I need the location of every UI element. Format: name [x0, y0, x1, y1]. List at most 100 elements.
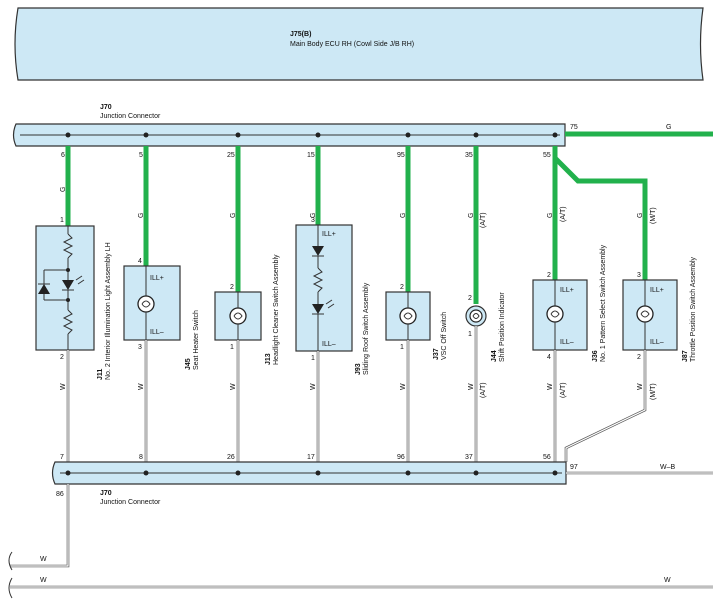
j93-ill-minus: ILL–	[322, 341, 336, 348]
wire-color-label: G	[547, 213, 554, 218]
led-icon	[62, 280, 74, 290]
top-pin-label: 55	[543, 152, 551, 159]
white-wires	[66, 326, 647, 462]
j93-code: J93	[355, 363, 362, 375]
bottom-junction-dot	[65, 470, 71, 476]
ecu-name: Main Body ECU RH (Cowl Side J/B RH)	[290, 41, 414, 48]
j44-code: J44	[491, 350, 498, 362]
j13-code: J13	[265, 353, 272, 365]
j11-name: No. 2 Interior Illumination Light Assemb…	[105, 242, 112, 380]
j93-box	[295, 224, 353, 352]
bulb-icon	[546, 305, 564, 323]
wire-color-label: W	[138, 383, 145, 390]
bottom-bus-left-color: W	[40, 577, 47, 584]
bottom-junction-dot	[473, 470, 479, 476]
component-j37: 2 1 J37 VSC Off Switch	[385, 284, 448, 360]
j45-top-pin: 4	[138, 258, 142, 265]
bottom-junction-dot	[315, 470, 321, 476]
wire-color-label: W	[468, 383, 475, 390]
resistor-icon	[62, 309, 74, 335]
component-j87: 3 2 ILL+ ILL– J87 Throttle Position Swit…	[622, 256, 697, 362]
wire-color-label: W	[637, 383, 644, 390]
wire-color-label: G	[230, 213, 237, 218]
wire-option-note: (A/T)	[480, 382, 487, 398]
wire-color-label: W	[60, 383, 67, 390]
led-icon	[312, 304, 324, 314]
wire-color-label: G	[400, 213, 407, 218]
j36-code: J36	[592, 350, 599, 362]
continuation-bracket	[8, 551, 13, 571]
j93-name: Sliding Roof Switch Assembly	[363, 282, 370, 375]
bulb-icon	[636, 305, 654, 323]
bottom-junction-dot	[235, 470, 241, 476]
j93-bottom-pin: 1	[311, 355, 315, 362]
j13-bottom-pin: 1	[230, 344, 234, 351]
j36-bottom-pin: 4	[547, 354, 551, 361]
wire-option-note: (M/T)	[650, 207, 657, 224]
bottom-connector-name: Junction Connector	[100, 499, 161, 506]
bottom-right-wire-color: W–B	[660, 464, 676, 471]
j36-box	[532, 279, 588, 351]
j45-bottom-pin: 3	[138, 344, 142, 351]
j36-name: No. 1 Pattern Select Switch Assembly	[600, 244, 607, 362]
component-j93: 3 1 ILL+ ILL– J93 Sliding Roof Switch As…	[295, 217, 370, 375]
top-junction-dot	[552, 132, 558, 138]
bulb-icon	[229, 307, 247, 325]
component-j44: 2 1 J44 Shift Position Indicator	[465, 292, 506, 362]
j36-top-pin: 2	[547, 272, 551, 279]
bulb-icon	[469, 309, 483, 323]
j87-name: Throttle Position Switch Assembly	[690, 256, 697, 362]
top-pin-label: 25	[227, 152, 235, 159]
j36-ill-minus: ILL–	[560, 339, 574, 346]
j44-top-pin: 2	[468, 295, 472, 302]
wire-color-label: G	[468, 213, 475, 218]
wire-color-label: W	[400, 383, 407, 390]
bottom-pin-label: 7	[60, 454, 64, 461]
bottom-pin-label: 56	[543, 454, 551, 461]
wire-color-label: G	[637, 213, 644, 218]
j45-ill-minus: ILL–	[150, 329, 164, 336]
resistor-icon	[62, 233, 74, 259]
top-right-wire-color: G	[666, 124, 671, 131]
top-junction-dot	[473, 132, 479, 138]
bottom-pin-label: 96	[397, 454, 405, 461]
top-junction-dot	[143, 132, 149, 138]
j45-ill-plus: ILL+	[150, 275, 164, 282]
wire-color-label: W	[310, 383, 317, 390]
component-j45: 4 3 ILL+ ILL– J45 Seat Heater Switch	[123, 258, 200, 370]
bottom-pin-label: 17	[307, 454, 315, 461]
bottom-left-pin: 86	[56, 491, 64, 498]
wire-color-label: G	[310, 213, 317, 218]
j93-ill-plus: ILL+	[322, 231, 336, 238]
top-connector-code: J70	[100, 104, 112, 111]
bulb-icon	[137, 295, 155, 313]
pin86-wire-color: W	[40, 556, 47, 563]
j93-top-pin: 3	[311, 217, 315, 224]
top-junction-dot	[65, 132, 71, 138]
wire-color-label: W	[230, 383, 237, 390]
continuation-bracket	[8, 577, 13, 599]
ecu-box	[14, 7, 704, 81]
ecu-code: J75(B)	[290, 31, 311, 38]
wire-option-note: (A/T)	[560, 382, 567, 398]
diode-icon	[38, 284, 50, 294]
j11-bottom-pin: 2	[60, 354, 64, 361]
j87-top-pin: 3	[637, 272, 641, 279]
wire-option-note: (A/T)	[560, 206, 567, 222]
j11-code: J11	[97, 369, 104, 380]
top-pin-label: 5	[139, 152, 143, 159]
j87-ill-minus: ILL–	[650, 339, 664, 346]
top-pin-label: 35	[465, 152, 473, 159]
green-wire-j87	[553, 156, 648, 280]
bottom-junction-dot	[552, 470, 558, 476]
bottom-pin-label: 8	[139, 454, 143, 461]
bottom-bus-right-color: W	[664, 577, 671, 584]
bottom-connector-code: J70	[100, 490, 112, 497]
top-junction-dot	[405, 132, 411, 138]
bulb-icon	[399, 307, 417, 325]
component-j11: 1 2 J11 No. 2 Interior Illumination Ligh…	[35, 217, 112, 380]
top-junction-dot	[235, 132, 241, 138]
wire-color-label: G	[138, 213, 145, 218]
j37-top-pin: 2	[400, 284, 404, 291]
